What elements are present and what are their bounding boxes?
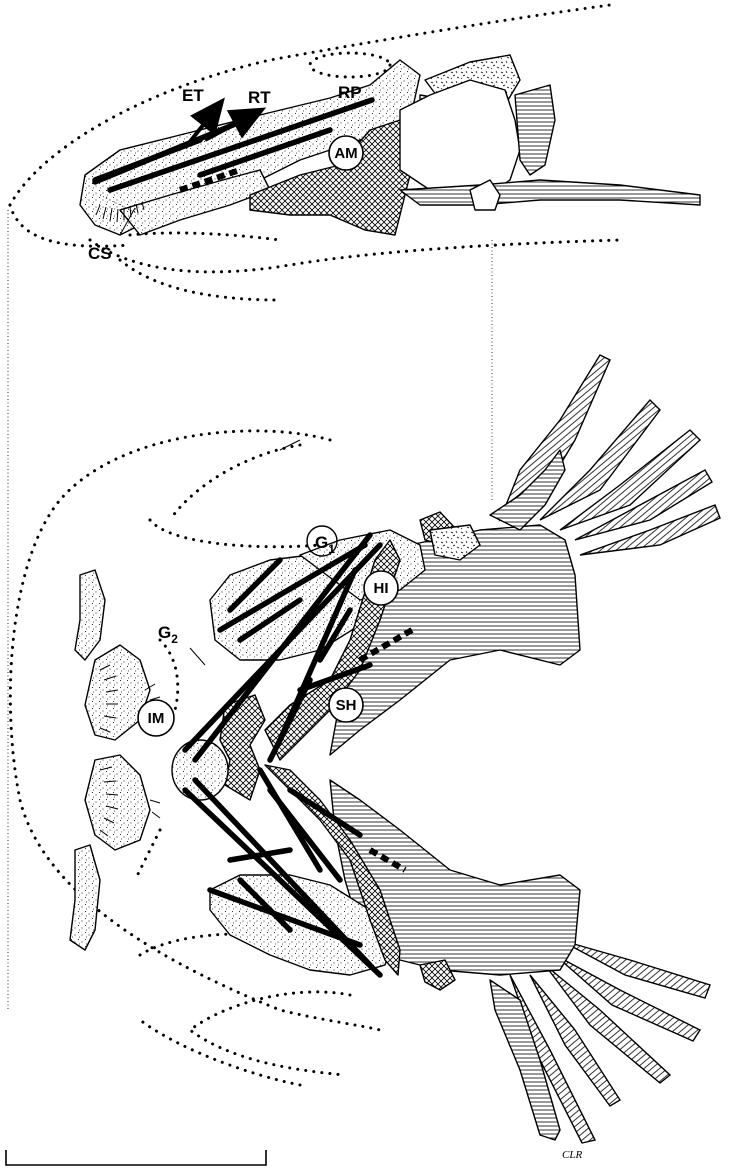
label-sh: SH (336, 697, 357, 714)
label-hi-badge: HI (364, 571, 398, 605)
label-g2-base: G (158, 623, 171, 642)
label-am: AM (334, 145, 357, 162)
artist-signature: CLR (562, 1149, 582, 1161)
label-am-badge: AM (329, 136, 363, 170)
label-g2-sub: 2 (171, 632, 178, 646)
label-im-badge: IM (138, 700, 174, 736)
label-sh-badge: SH (329, 688, 363, 722)
label-hi: HI (374, 580, 389, 597)
scale-bar (6, 1150, 266, 1165)
label-g2: G2 (158, 623, 178, 646)
label-im: IM (148, 710, 165, 727)
label-g1-base: G (315, 533, 328, 552)
label-rt: RT (248, 88, 271, 107)
label-cs: CS (88, 244, 112, 263)
label-rp: RP (338, 83, 362, 102)
ventral-view (10, 355, 720, 1143)
label-et: ET (182, 86, 204, 105)
